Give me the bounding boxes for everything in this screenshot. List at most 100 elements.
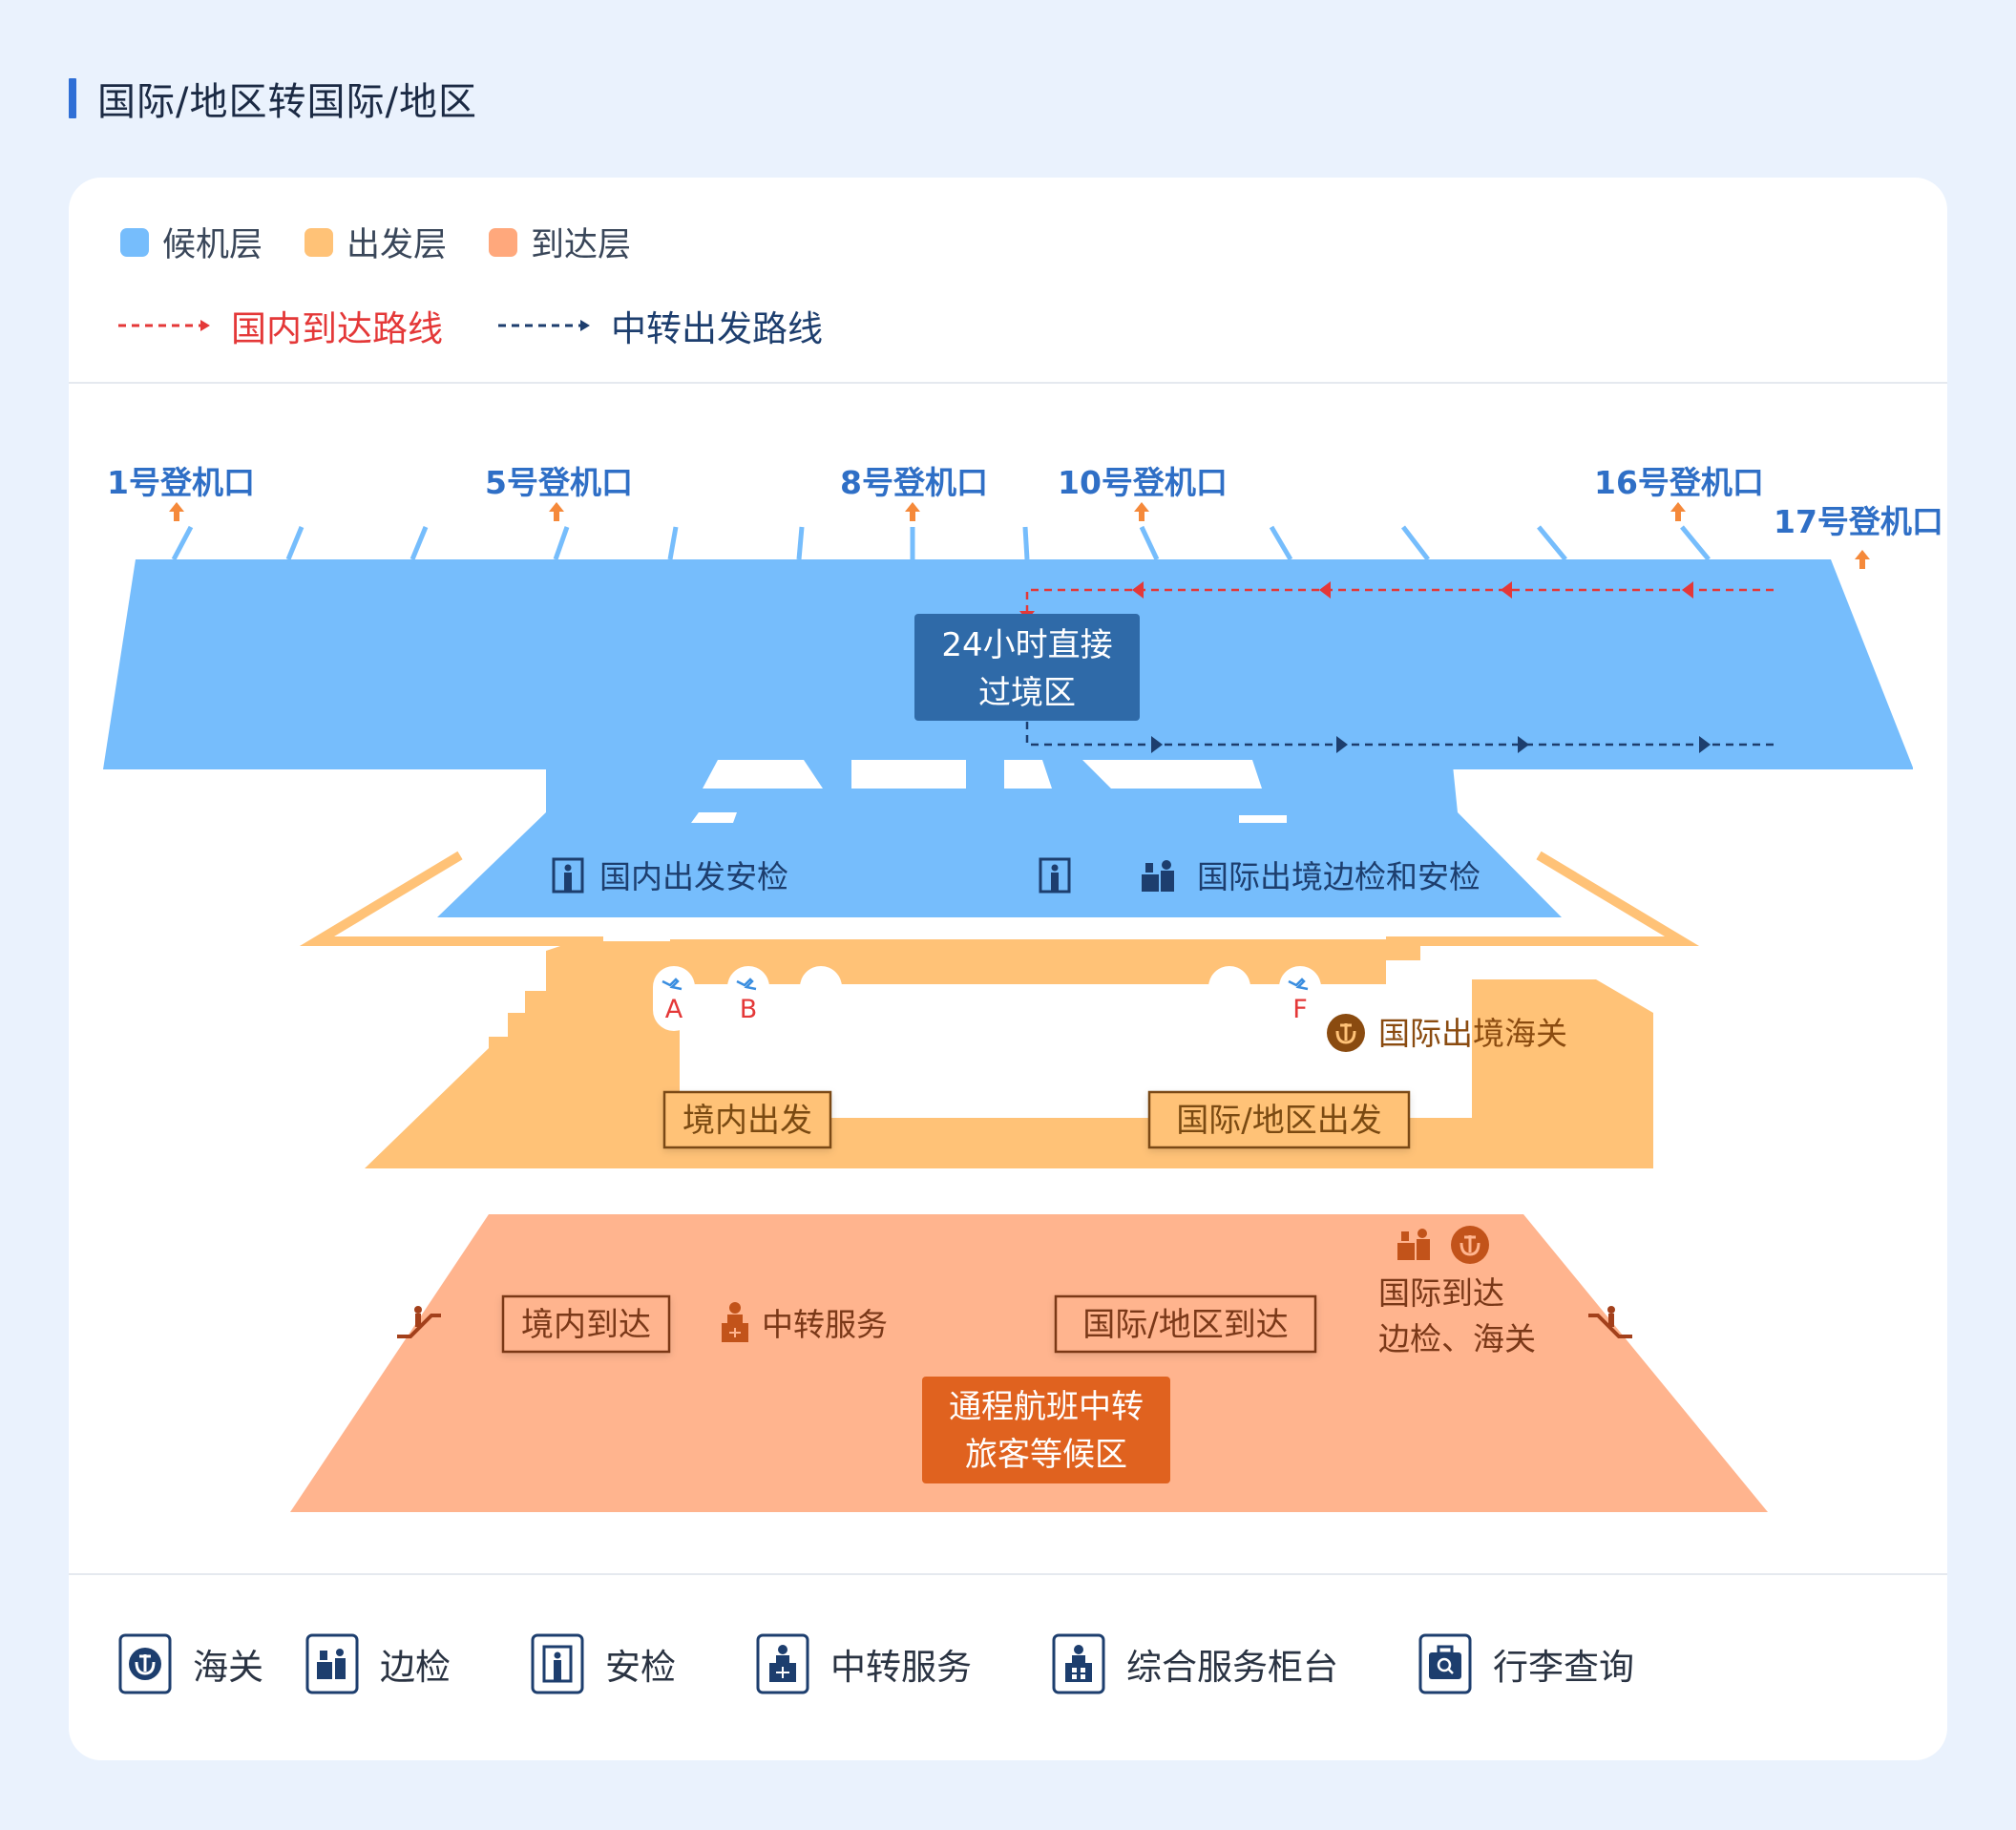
domestic-departure-label: 境内出发: [682, 1102, 812, 1140]
icon-legend: 海关 边检 安检: [118, 1621, 1634, 1707]
intl-arrival-box: [1054, 1294, 1317, 1354]
customs-icon: [1327, 1014, 1365, 1052]
blue-dashed-arrow-icon: [498, 320, 590, 331]
left-ramp: [299, 851, 603, 946]
gate-10-label: 10号登机口: [1058, 464, 1228, 501]
legend-boarding-label: 候机层: [162, 226, 263, 264]
legend-departure: 出发层: [304, 218, 447, 266]
up-arrow-icon: [1134, 502, 1149, 521]
legend-transfer-route-label: 中转出发路线: [611, 308, 823, 349]
intl-arrival-label: 国际/地区到达: [1082, 1306, 1288, 1344]
intl-arrival-checks-line2: 边检、海关: [1378, 1320, 1536, 1357]
border-control-icon: [1397, 1229, 1430, 1260]
customs-icon: [1451, 1226, 1489, 1264]
escalator-icon: [397, 1306, 441, 1338]
arrival-swatch: [489, 227, 518, 257]
through-flight-box: 通程航班中转 旅客等候区: [922, 1377, 1170, 1483]
up-arrow-icon: [1670, 502, 1686, 521]
legend-security: 安检: [531, 1633, 676, 1694]
through-flight-line1: 通程航班中转: [949, 1388, 1144, 1426]
security-check-icon: [531, 1633, 584, 1694]
route-legend: 国内到达路线 中转出发路线: [116, 300, 876, 351]
bottom-divider: [69, 1573, 1947, 1575]
counter-blank: [1208, 966, 1250, 1031]
legend-border: 边检: [305, 1633, 451, 1694]
counter-b: B: [727, 966, 769, 1031]
intl-checks-label: 国际出境边检和安检: [1197, 858, 1480, 895]
transfer-service-label: 中转服务: [762, 1306, 888, 1343]
legend-arrival-label: 到达层: [531, 226, 632, 264]
legend-service-counter-label: 综合服务柜台: [1126, 1647, 1338, 1688]
legend-baggage: 行李查询: [1418, 1633, 1634, 1694]
transit-zone-line2: 过境区: [978, 674, 1076, 712]
up-arrow-icon: [549, 502, 564, 521]
legend-domestic-route-label: 国内到达路线: [231, 308, 443, 349]
boarding-swatch: [120, 227, 149, 257]
legend-boarding: 候机层: [120, 218, 262, 266]
counter-a: A: [653, 966, 695, 1031]
gate-8-label: 8号登机口: [840, 464, 988, 501]
transfer-departure-route: [1025, 722, 1774, 753]
up-arrow-icon: [905, 502, 920, 521]
legend-transfer: 中转服务: [756, 1633, 972, 1694]
gate-17-label: 17号登机口: [1774, 503, 1943, 540]
gate-5-label: 5号登机口: [485, 464, 633, 501]
legend-customs-label: 海关: [193, 1647, 263, 1688]
border-control-icon: [305, 1633, 359, 1694]
right-ramp: [1386, 851, 1700, 946]
svg-text:A: A: [665, 995, 683, 1024]
domestic-security-label: 国内出发安检: [599, 858, 788, 895]
title-accent-bar: [69, 78, 76, 118]
gate-1-label: 1号登机口: [107, 464, 255, 501]
legend-baggage-label: 行李查询: [1493, 1647, 1634, 1688]
legend-service-counter: 综合服务柜台: [1052, 1633, 1338, 1694]
top-divider: [69, 382, 1947, 384]
gate-arrows: [169, 502, 1870, 569]
boarding-level-core: [437, 766, 1562, 917]
counter-blank: [800, 966, 842, 1031]
legend-arrival: 到达层: [489, 218, 631, 266]
domestic-arrival-route: [1019, 581, 1774, 621]
legend-customs: 海关: [118, 1633, 263, 1694]
security-icon: [552, 857, 584, 894]
up-arrow-icon: [1855, 550, 1870, 569]
baggage-inquiry-icon: [1418, 1633, 1472, 1694]
service-counter-icon: [1052, 1633, 1105, 1694]
legend-security-label: 安检: [605, 1647, 676, 1688]
arrival-level-floor: [290, 1214, 1768, 1512]
legend-domestic-route: 国内到达路线: [116, 300, 443, 351]
transfer-service-icon: [756, 1633, 809, 1694]
transit-zone-line1: 24小时直接: [941, 626, 1112, 664]
intl-departure-label: 国际/地区出发: [1176, 1102, 1381, 1140]
legend-transfer-label: 中转服务: [830, 1647, 972, 1688]
domestic-departure-box: [662, 1090, 832, 1149]
intl-customs-label: 国际出境海关: [1378, 1015, 1567, 1052]
svg-text:F: F: [1292, 995, 1308, 1024]
departure-level-floor: [365, 941, 1653, 1168]
intl-arrival-checks-line1: 国际到达: [1378, 1274, 1504, 1312]
page-title-text: 国际/地区转国际/地区: [97, 80, 477, 124]
transfer-service-icon: [722, 1302, 748, 1342]
svg-text:B: B: [740, 995, 758, 1024]
legend-border-label: 边检: [380, 1647, 451, 1688]
gate-16-label: 16号登机口: [1594, 464, 1764, 501]
jetways: [171, 525, 1711, 561]
border-control-icon: [1142, 860, 1174, 892]
domestic-arrival-label: 境内到达: [521, 1306, 651, 1344]
red-dashed-arrow-icon: [118, 320, 210, 331]
legend-departure-label: 出发层: [346, 226, 448, 264]
transit-zone-box: 24小时直接 过境区: [914, 614, 1140, 721]
departure-swatch: [304, 227, 334, 257]
map-card: 候机层 出发层 到达层 国内到达路线 中转出发路线: [69, 178, 1947, 1760]
customs-icon: [118, 1633, 172, 1694]
up-arrow-icon: [169, 502, 184, 521]
legend-transfer-route: 中转出发路线: [496, 300, 823, 351]
escalator-icon: [1588, 1306, 1632, 1338]
terminal-diagram: 1号登机口 5号登机口 8号登机口 10号登机口 16号登机口 17号登机口: [103, 464, 1943, 1512]
layer-legend: 候机层 出发层 到达层: [120, 218, 673, 266]
security-icon: [1039, 857, 1071, 894]
intl-departure-box: [1147, 1090, 1411, 1149]
through-flight-line2: 旅客等候区: [965, 1436, 1127, 1474]
page-title: 国际/地区转国际/地区: [69, 74, 477, 124]
counter-f: F: [1279, 966, 1321, 1031]
